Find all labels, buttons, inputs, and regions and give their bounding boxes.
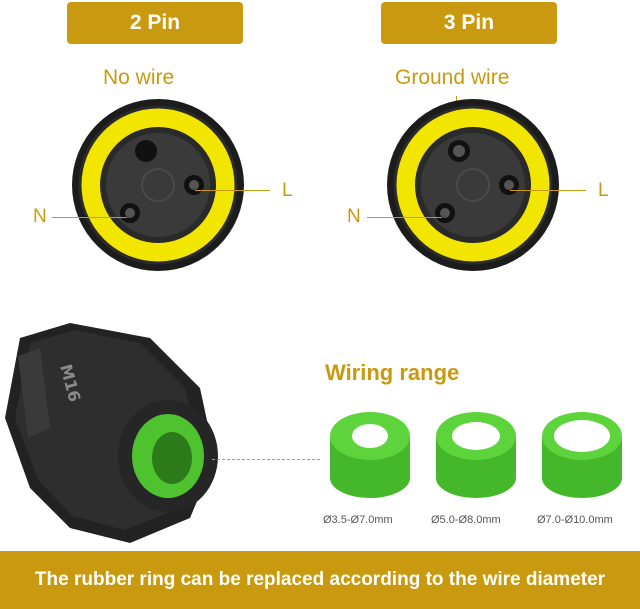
footer-text: The rubber ring can be replaced accordin… (34, 569, 606, 590)
leader-line-n-left (52, 217, 127, 218)
pin-n-label-left: N (33, 206, 47, 227)
pin-n-label-right: N (347, 206, 361, 227)
ground-wire-label: Ground wire (395, 66, 510, 89)
rubber-ring-large (542, 412, 622, 498)
pin-l-label-right: L (598, 180, 609, 201)
leader-line-n-right (367, 217, 442, 218)
wiring-range-title: Wiring range (325, 360, 460, 385)
ring-size-label-3: Ø7.0-Ø10.0mm (537, 514, 613, 526)
tab-2-pin: 2 Pin (67, 2, 243, 44)
footer-banner: The rubber ring can be replaced accordin… (0, 551, 640, 609)
leader-line-l-right (510, 190, 586, 191)
ring-size-label-1: Ø3.5-Ø7.0mm (323, 514, 393, 526)
dashed-pointer (212, 459, 320, 460)
two-pin-connector-image (72, 99, 244, 271)
rubber-ring-medium (436, 412, 516, 498)
rubber-ring-small (330, 412, 410, 498)
ring-size-label-2: Ø5.0-Ø8.0mm (431, 514, 501, 526)
cable-gland-image: M16 (5, 323, 218, 543)
no-wire-label: No wire (103, 66, 175, 89)
three-pin-connector-image (387, 99, 559, 271)
pin-l-label-left: L (282, 180, 293, 201)
leader-line-l-left (195, 190, 270, 191)
tab-3-pin: 3 Pin (381, 2, 557, 44)
